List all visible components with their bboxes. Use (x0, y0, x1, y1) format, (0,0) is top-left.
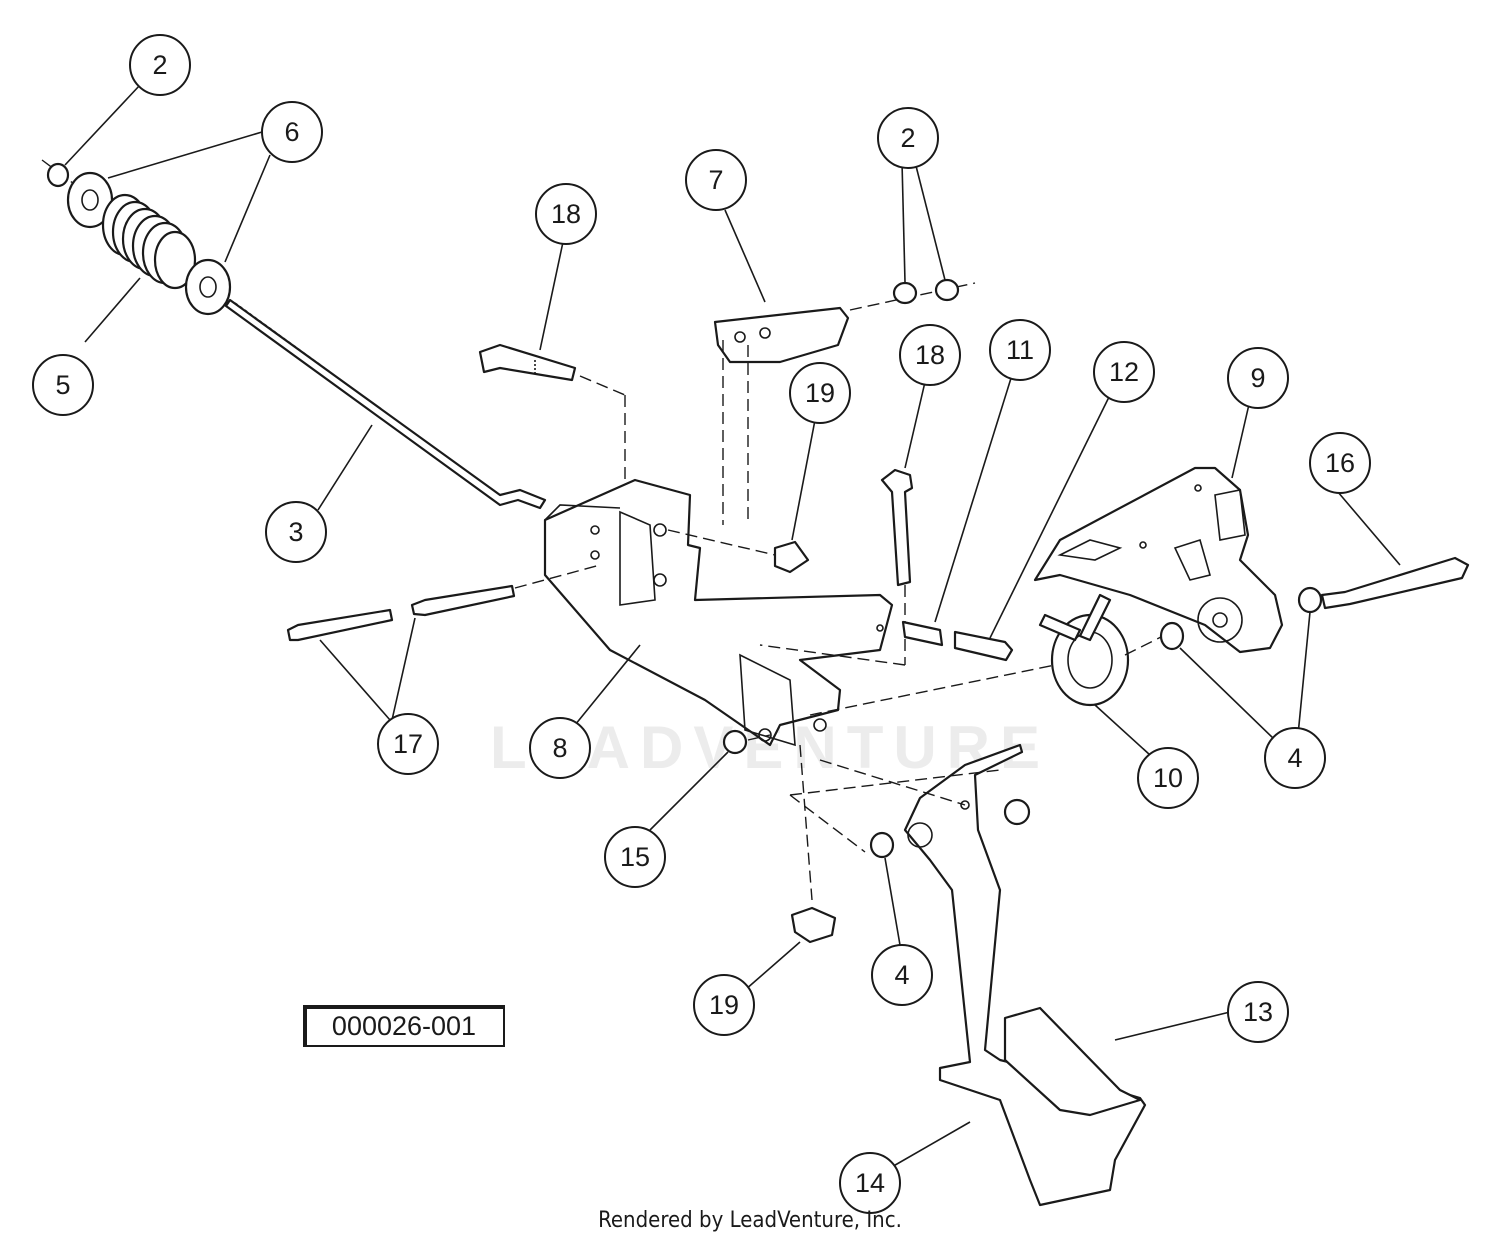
svg-text:15: 15 (620, 842, 650, 872)
plate-9-body (1033, 466, 1284, 654)
callout-18-left: 18 (535, 183, 597, 245)
bolts-17 (286, 564, 601, 642)
callout-4-bottom: 4 (871, 944, 933, 1006)
callout-15: 15 (604, 826, 666, 888)
callout-16: 16 (1309, 432, 1371, 494)
svg-text:8: 8 (552, 733, 567, 763)
callout-8: 8 (529, 717, 591, 779)
leader-lines (64, 84, 1401, 1169)
torsion-spring-10 (809, 593, 1166, 716)
washer-6-right-hole (199, 276, 217, 298)
callout-19-bottom: 19 (693, 974, 755, 1036)
footer-credit: Rendered by LeadVenture, Inc. (598, 1208, 902, 1233)
rod-thread (234, 302, 331, 373)
bolt-16 (1320, 556, 1470, 610)
callout-18-mid: 18 (899, 324, 961, 386)
nut-15 (722, 729, 771, 755)
rod-assembly (41, 159, 547, 510)
svg-text:10: 10 (1153, 763, 1183, 793)
svg-text:19: 19 (709, 990, 739, 1020)
svg-text:2: 2 (152, 50, 167, 80)
callout-19-mid: 19 (789, 362, 851, 424)
callout-4-right: 4 (1264, 727, 1326, 789)
nut-19-bottom (790, 906, 837, 944)
bracket-8 (543, 478, 894, 747)
svg-text:18: 18 (551, 199, 581, 229)
svg-text:7: 7 (708, 165, 723, 195)
callout-7: 7 (685, 149, 747, 211)
svg-text:13: 13 (1243, 997, 1273, 1027)
callout-5: 5 (32, 354, 94, 416)
svg-text:18: 18 (915, 340, 945, 370)
pad-13 (1003, 1006, 1142, 1117)
nut-2-b (934, 278, 960, 302)
svg-text:11: 11 (1006, 335, 1034, 365)
washer-6-right (184, 258, 232, 316)
svg-text:4: 4 (1287, 743, 1302, 773)
nut-19-mid (667, 529, 810, 574)
rod-3 (224, 298, 547, 510)
bolt-18-left (478, 343, 626, 520)
svg-text:5: 5 (55, 370, 70, 400)
callout-14: 14 (839, 1152, 901, 1214)
spring-11 (901, 620, 944, 647)
callout-13: 13 (1227, 981, 1289, 1043)
washer-4-pedal (869, 831, 895, 859)
svg-text:12: 12 (1109, 357, 1139, 387)
nut-pedal-right (1003, 798, 1031, 826)
svg-text:9: 9 (1250, 363, 1265, 393)
svg-text:6: 6 (284, 117, 299, 147)
callout-10: 10 (1137, 747, 1199, 809)
callout-17: 17 (377, 713, 439, 775)
callout-2-top-left: 2 (129, 34, 191, 96)
spring-5 (101, 193, 197, 290)
callout-12: 12 (1093, 341, 1155, 403)
svg-text:19: 19 (805, 378, 835, 408)
nut-2-a (892, 281, 918, 305)
callout-11: 11 (989, 319, 1051, 381)
callout-9: 9 (1227, 347, 1289, 409)
svg-text:2: 2 (900, 123, 915, 153)
washer-4-right (1159, 621, 1185, 651)
plate-9 (1033, 466, 1284, 654)
svg-text:16: 16 (1325, 448, 1355, 478)
svg-text:17: 17 (393, 729, 423, 759)
pedal-14 (789, 743, 1147, 1207)
callout-3: 3 (265, 501, 327, 563)
svg-text:14: 14 (855, 1168, 885, 1198)
washer-4-far (1297, 586, 1323, 614)
washer-6-left-hole (81, 189, 99, 211)
diagram-id-label: 000026-001 (303, 1005, 505, 1047)
pin-12 (953, 630, 1014, 662)
nut-2-left (46, 162, 70, 188)
bracket-8-body (543, 478, 894, 747)
callout-6: 6 (261, 101, 323, 163)
svg-text:3: 3 (288, 517, 303, 547)
callout-2-top-right: 2 (877, 107, 939, 169)
svg-text:4: 4 (894, 960, 909, 990)
